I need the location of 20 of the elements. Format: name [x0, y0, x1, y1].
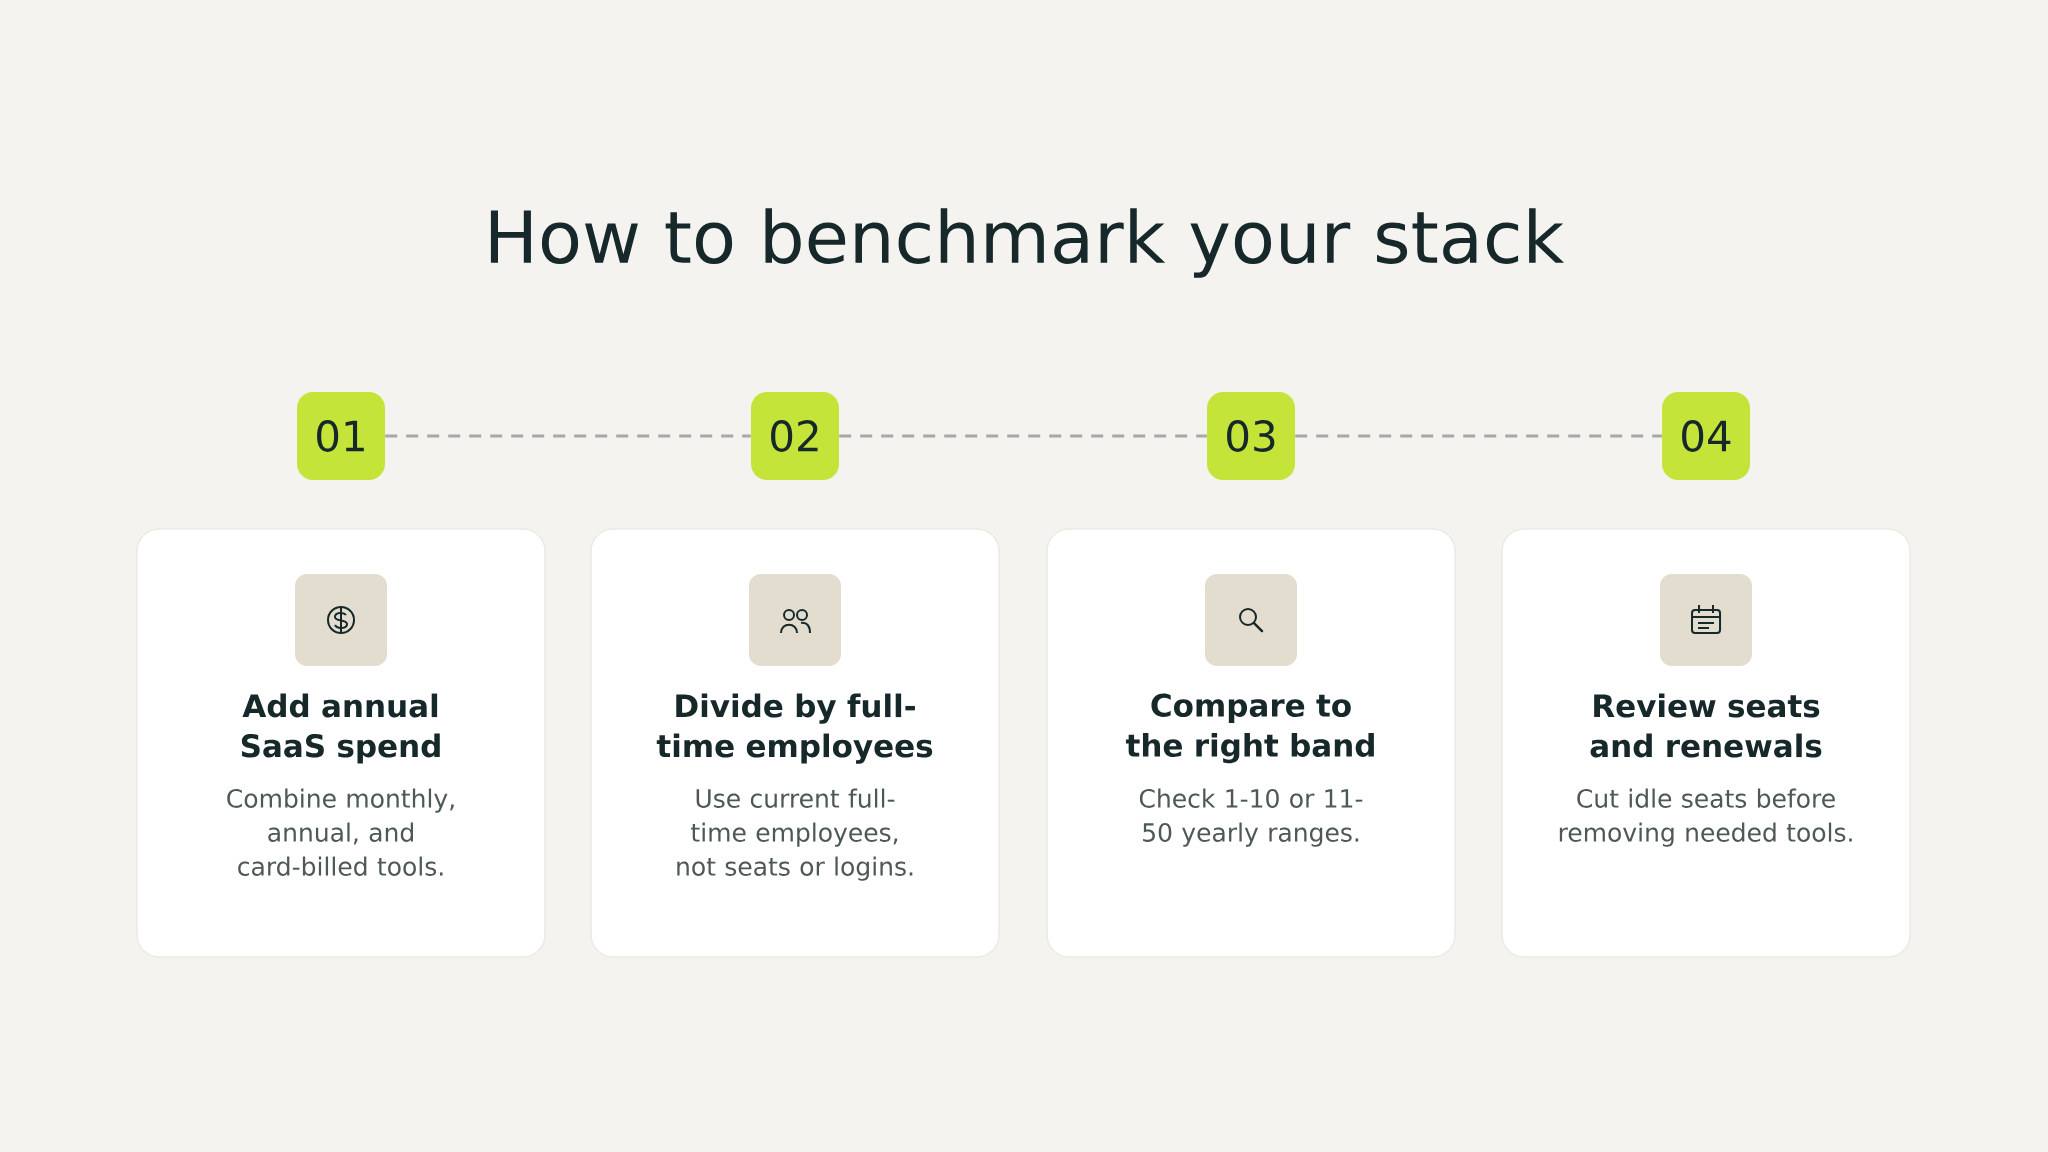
card-heading: Compare to the right band [1125, 693, 1374, 764]
step-card [136, 528, 546, 958]
card-heading: Add annual SaaS spend [241, 693, 440, 764]
step-card [1046, 528, 1456, 958]
step-badge: 04 [1662, 392, 1750, 480]
card-description: Check 1-10 or 11-50 yearly ranges. [1139, 788, 1363, 847]
dashed-connector [839, 434, 1207, 438]
dashed-connector [385, 434, 751, 438]
step-badge: 03 [1207, 392, 1295, 480]
step-badge: 01 [297, 392, 385, 480]
card-description: Combine monthly, annual, and card-billed tools. [227, 788, 454, 876]
step-badge: 02 [751, 392, 839, 480]
card-heading: Divide by full-time employees [656, 693, 933, 764]
card-description: Use current full-time employees, not seats or logins. [677, 788, 913, 881]
card-description: Cut idle seats before removing needed tools. [1559, 788, 1852, 847]
dashed-connector [1295, 434, 1662, 438]
title: How to benchmark your stack [490, 208, 1565, 278]
step-card [1501, 528, 1911, 958]
card-heading: Review seats and renewals [1590, 693, 1822, 758]
step-card [590, 528, 1000, 958]
